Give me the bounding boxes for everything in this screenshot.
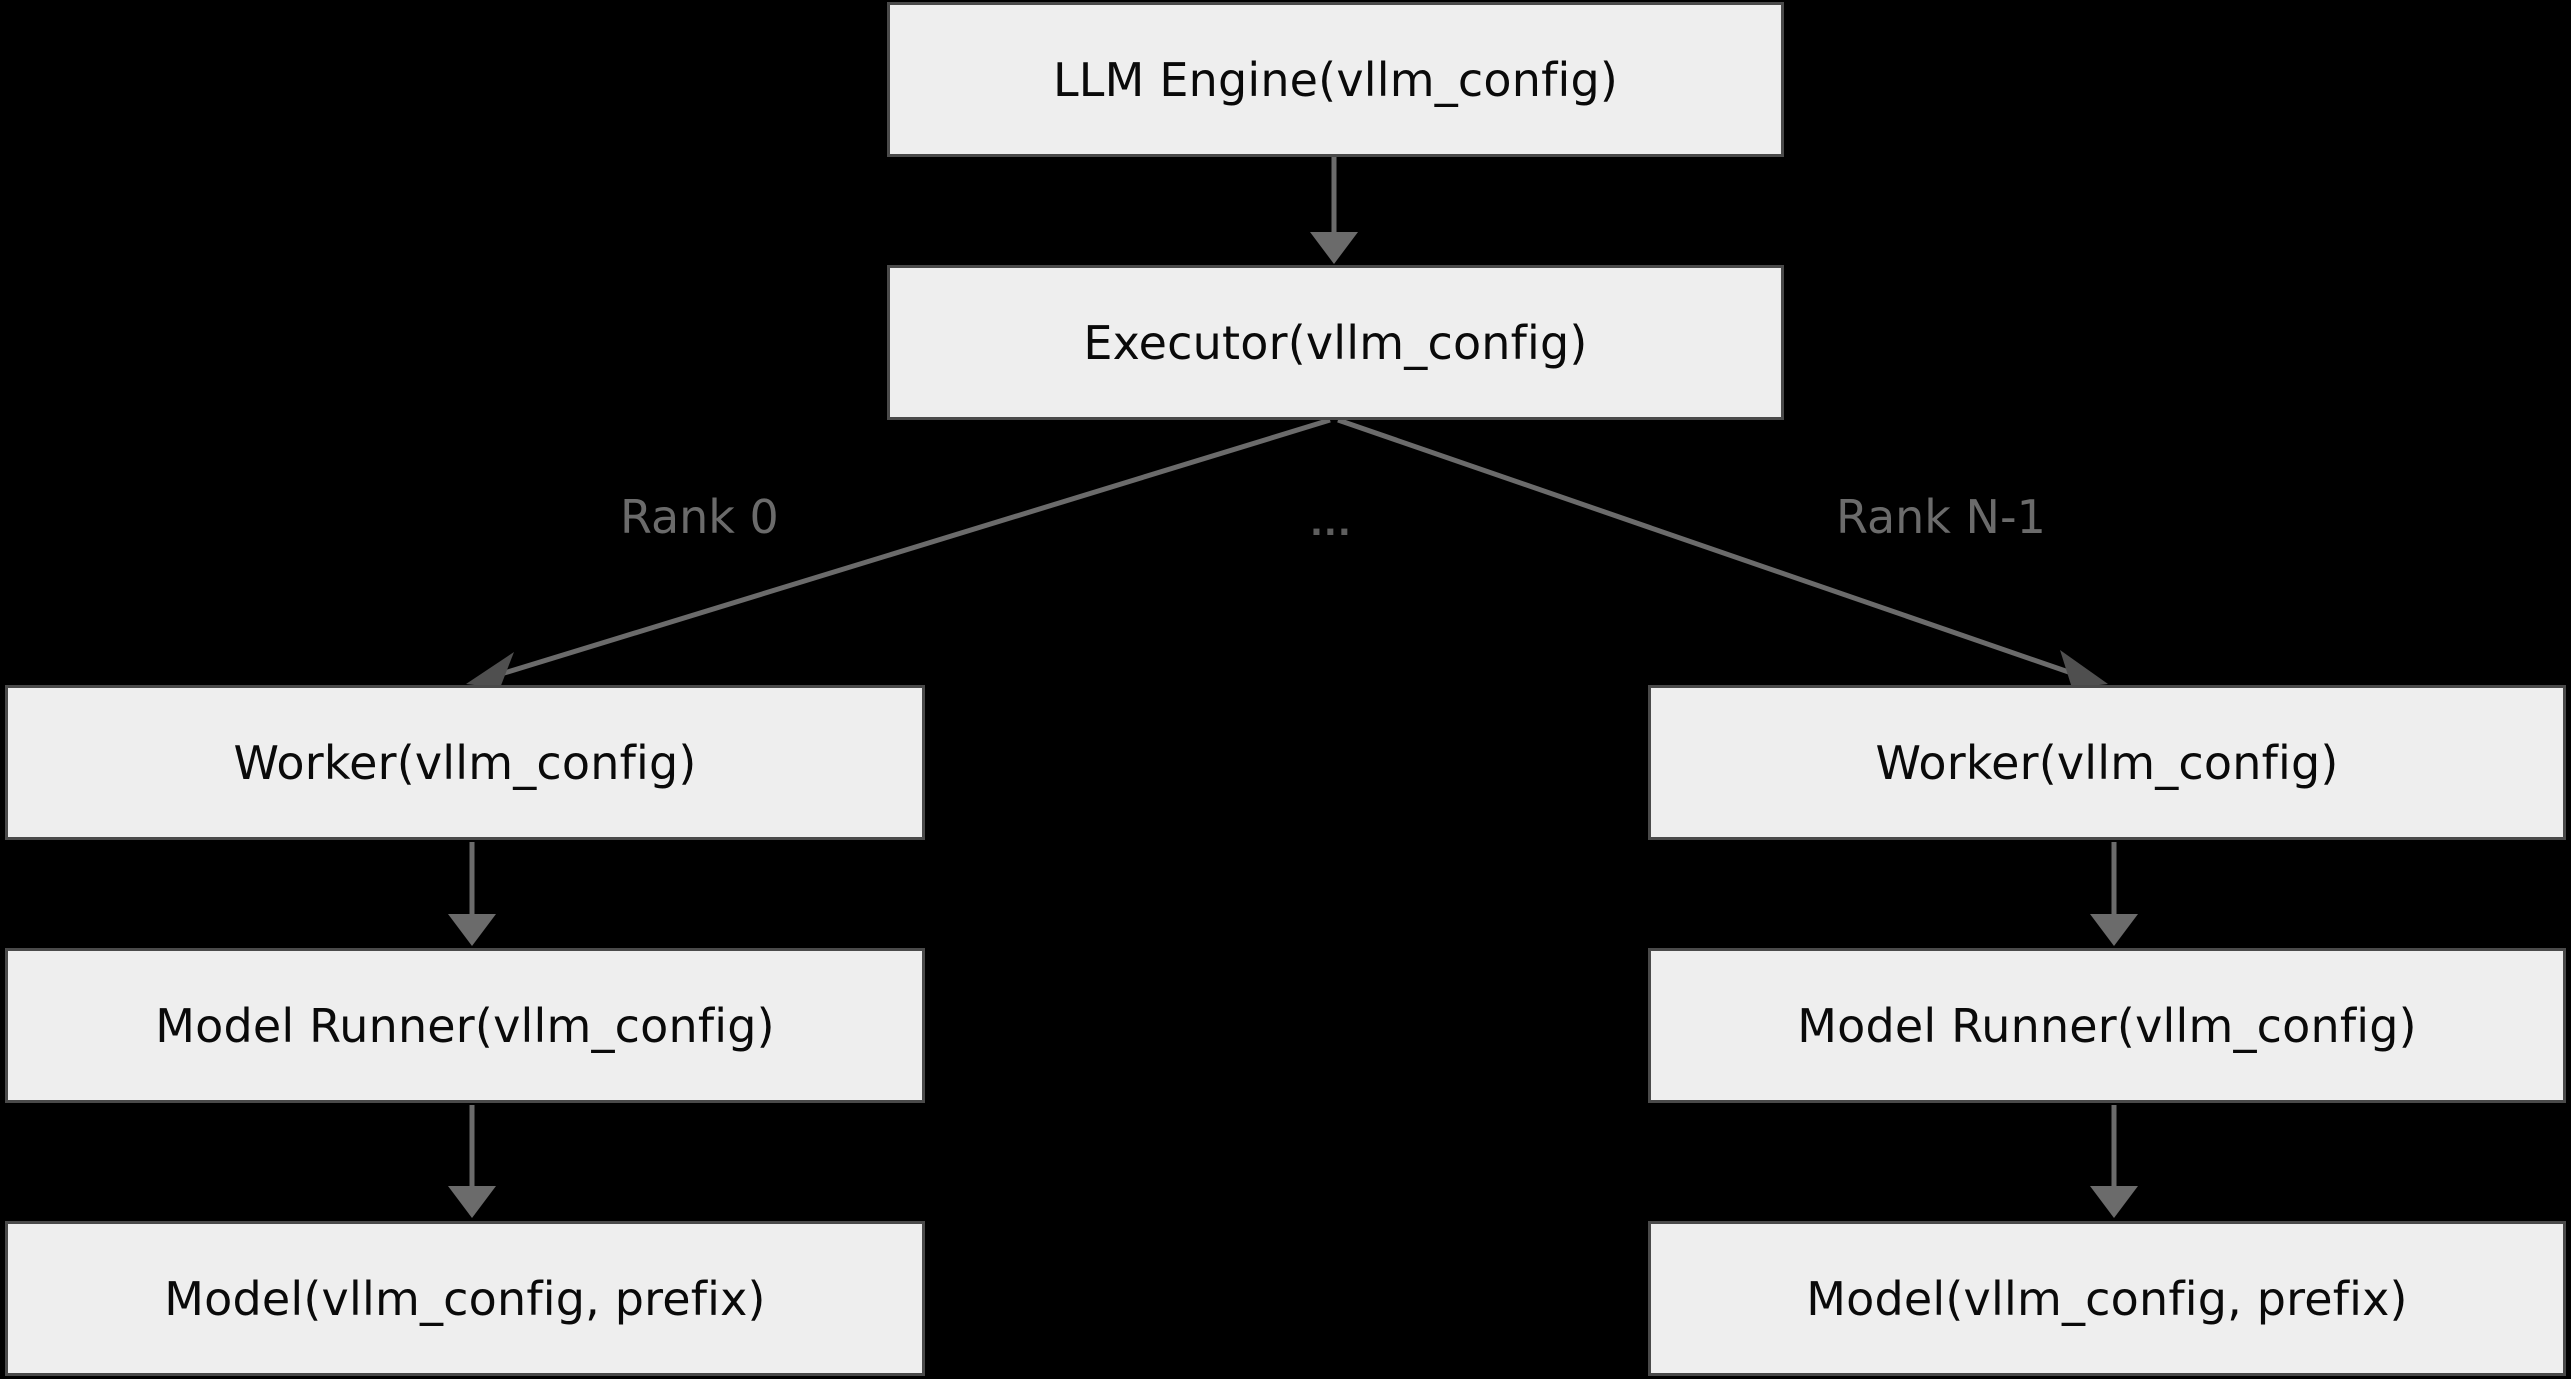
edge-executor-to-worker-rank0 xyxy=(466,417,1331,688)
node-llm-engine-label: LLM Engine(vllm_config) xyxy=(1052,52,1619,107)
edge-model-runner-to-model-rankn xyxy=(2090,1105,2138,1218)
node-worker-rank0-label: Worker(vllm_config) xyxy=(233,735,697,790)
edge-label-rank-0: Rank 0 xyxy=(620,490,779,544)
edge-worker-to-model-runner-rank0 xyxy=(448,842,496,946)
node-executor[interactable]: Executor(vllm_config) xyxy=(887,265,1784,420)
edge-model-runner-to-model-rank0 xyxy=(448,1105,496,1218)
node-model-runner-rankn-label: Model Runner(vllm_config) xyxy=(1797,998,2417,1053)
edge-label-rank-n-1: Rank N-1 xyxy=(1836,490,2046,544)
node-worker-rank0[interactable]: Worker(vllm_config) xyxy=(5,685,925,840)
node-worker-rankn-label: Worker(vllm_config) xyxy=(1875,735,2339,790)
node-worker-rankn[interactable]: Worker(vllm_config) xyxy=(1648,685,2566,840)
node-model-runner-rankn[interactable]: Model Runner(vllm_config) xyxy=(1648,948,2566,1103)
edge-executor-to-worker-rankn xyxy=(1337,417,2108,688)
edge-worker-to-model-runner-rankn xyxy=(2090,842,2138,946)
edge-label-ellipsis: ... xyxy=(1310,504,1352,544)
node-model-rankn-label: Model(vllm_config, prefix) xyxy=(1806,1271,2408,1326)
node-model-runner-rank0[interactable]: Model Runner(vllm_config) xyxy=(5,948,925,1103)
edge-llm-engine-to-executor xyxy=(1310,157,1358,264)
node-model-rank0-label: Model(vllm_config, prefix) xyxy=(164,1271,766,1326)
node-executor-label: Executor(vllm_config) xyxy=(1083,315,1588,370)
node-model-runner-rank0-label: Model Runner(vllm_config) xyxy=(155,998,775,1053)
node-model-rank0[interactable]: Model(vllm_config, prefix) xyxy=(5,1221,925,1376)
node-model-rankn[interactable]: Model(vllm_config, prefix) xyxy=(1648,1221,2566,1376)
node-llm-engine[interactable]: LLM Engine(vllm_config) xyxy=(887,2,1784,157)
